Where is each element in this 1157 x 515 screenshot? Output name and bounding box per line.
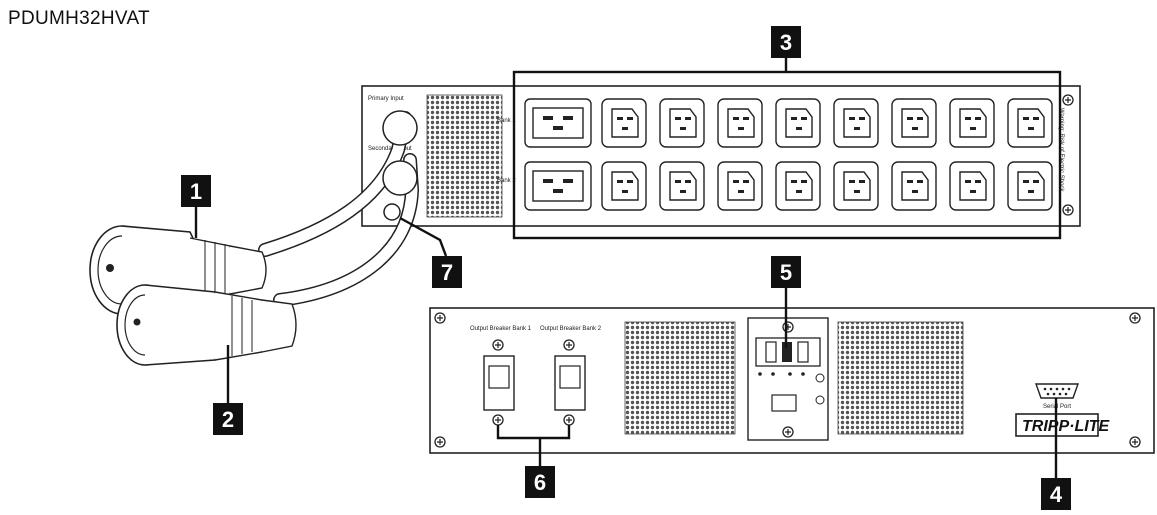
callout-3: 3: [771, 26, 801, 58]
c19-outlet-icon: [524, 98, 592, 148]
c13-outlet-icon: [775, 161, 821, 211]
serial-port-icon: [1035, 383, 1079, 399]
c13-outlet-icon: [717, 161, 763, 211]
callout-1: 1: [181, 175, 211, 207]
svg-text:5: 5: [780, 260, 792, 285]
svg-text:3: 3: [780, 30, 792, 55]
input-b-label: Secondary Input: [368, 146, 412, 152]
bank-2-label: Bank 2: [497, 178, 516, 184]
screw-icon: [434, 436, 446, 448]
breaker-1-label: Output Breaker Bank 1: [470, 326, 532, 332]
screw-icon: [1129, 312, 1141, 324]
c13-outlet-icon: [833, 161, 879, 211]
model-title: PDUMH32HVAT: [8, 8, 150, 29]
c13-outlet-icon: [891, 98, 937, 148]
c13-outlet-icon: [717, 98, 763, 148]
c13-outlet-icon: [659, 98, 705, 148]
c13-outlet-icon: [891, 161, 937, 211]
input-a-label: Primary Input: [368, 96, 404, 102]
screw-icon: [1062, 94, 1074, 106]
svg-text:7: 7: [441, 260, 453, 285]
svg-text:4: 4: [1050, 482, 1063, 507]
leader-lines: [194, 206, 1058, 478]
output-breaker-1[interactable]: [483, 339, 515, 426]
c13-outlet-icon: [949, 161, 995, 211]
c13-outlet-icon: [949, 98, 995, 148]
c13-outlet-icon: [1007, 98, 1053, 148]
bank-1-label: Bank 1: [497, 118, 516, 124]
callout-7: 7: [432, 256, 462, 288]
outlets-row-1: [524, 98, 1053, 148]
screw-icon: [434, 312, 446, 324]
callout-5: 5: [771, 256, 801, 288]
svg-text:6: 6: [534, 470, 546, 495]
tripp-lite-logo: TRIPP·LITE: [1015, 413, 1110, 437]
svg-text:1: 1: [190, 179, 202, 204]
top-vent-grille: [426, 94, 503, 218]
c13-outlet-icon: [775, 98, 821, 148]
screw-icon: [1062, 204, 1074, 216]
input-plug-2-icon: [116, 284, 297, 366]
c13-outlet-icon: [1007, 161, 1053, 211]
callout-2: 2: [213, 403, 243, 435]
callout-4: 4: [1041, 478, 1071, 510]
screw-icon: [1129, 436, 1141, 448]
svg-text:2: 2: [222, 407, 234, 432]
outlets-row-2: [524, 161, 1053, 211]
c13-outlet-icon: [601, 161, 647, 211]
callout-6: 6: [525, 466, 555, 498]
c13-outlet-icon: [833, 98, 879, 148]
transfer-switch-module[interactable]: [747, 317, 829, 441]
breaker-2-label: Output Breaker Bank 2: [540, 326, 602, 332]
c13-outlet-icon: [601, 98, 647, 148]
c13-outlet-icon: [659, 161, 705, 211]
c19-outlet-icon: [524, 161, 592, 211]
output-breaker-2[interactable]: [554, 339, 586, 426]
vent-grille-left: [624, 321, 736, 435]
svg-text:TRIPP·LITE: TRIPP·LITE: [1022, 418, 1110, 435]
bottom-pdu-panel: Output Breaker Bank 1 Output Breaker Ban…: [429, 307, 1155, 454]
input-cords: [258, 110, 420, 307]
vent-grille-right: [837, 321, 964, 435]
